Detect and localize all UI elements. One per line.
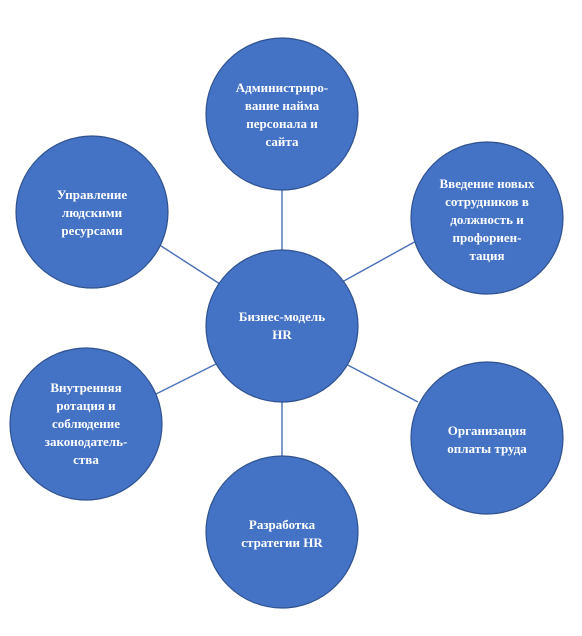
center-node-label: Бизнес-модель HR	[238, 309, 326, 342]
node-bottom	[205, 455, 359, 609]
node-lower-right-label: Организация оплаты труда	[447, 423, 527, 456]
connector-upper-right	[341, 239, 419, 283]
connector-upper-left	[157, 243, 221, 285]
connector-lower-left	[151, 361, 221, 397]
node-bottom-label: Разработка стратегии HR	[241, 517, 323, 550]
center-node	[205, 249, 359, 403]
node-upper-left-label: Управление людскими ресурсами	[56, 187, 128, 238]
node-lower-left-label: Внутренняя ротация и соблюдение законода…	[44, 380, 128, 467]
node-upper-right	[410, 141, 564, 295]
node-top	[205, 37, 359, 191]
node-upper-left	[15, 135, 169, 289]
node-top-label: Администриро- вание найма персонала и са…	[235, 80, 329, 149]
node-lower-left	[9, 347, 163, 501]
node-lower-right	[410, 361, 564, 515]
connector-lower-right	[341, 361, 419, 403]
node-upper-right-label: Введение новых сотрудников в должность и…	[439, 176, 535, 263]
